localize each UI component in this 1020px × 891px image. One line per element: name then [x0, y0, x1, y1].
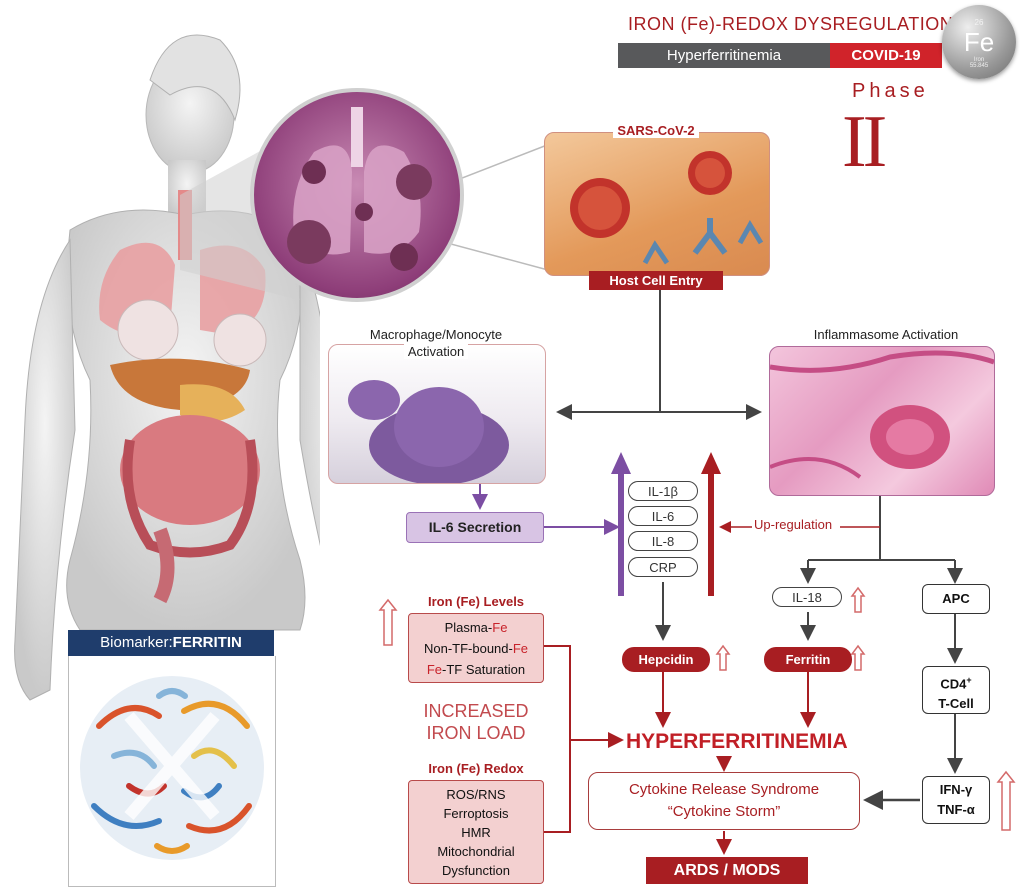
cytokine-il6: IL-6: [628, 506, 698, 526]
biomarker-ferritin-header: Biomarker:FERRITIN: [68, 630, 274, 656]
macrophage-illustration: [329, 345, 545, 483]
redox-item: Ferroptosis: [409, 804, 543, 823]
cytokine-storm-box: Cytokine Release Syndrome“Cytokine Storm…: [588, 772, 860, 830]
hyperferritinemia-band: Hyperferritinemia: [618, 43, 830, 68]
il18-pill: IL-18: [772, 587, 842, 607]
lung-virus-illustration: [254, 92, 460, 298]
cd4-tcell-box: CD4+T-Cell: [922, 666, 990, 714]
iron-levels-up-arrow: [380, 600, 396, 645]
plasma-fe: Plasma-Fe: [409, 617, 543, 638]
ards-mods-box: ARDS / MODS: [646, 857, 808, 884]
phase-number: II: [842, 100, 883, 185]
apc-box: APC: [922, 584, 990, 614]
redox-item: ROS/RNS: [409, 785, 543, 804]
upregulation-label: Up-regulation: [752, 517, 834, 532]
macrophage-image: [328, 344, 546, 484]
ferritin-protein-illustration: [69, 656, 275, 886]
redox-item: HMR: [409, 823, 543, 842]
tissue-histology-illustration: [770, 347, 994, 495]
non-tf-bound-fe: Non-TF-bound-Fe: [409, 638, 543, 659]
inflammasome-label: Inflammasome Activation: [778, 327, 994, 342]
ferritin-pill: Ferritin: [764, 647, 852, 672]
il6-secretion-box: IL-6 Secretion: [406, 512, 544, 543]
atomic-number: 26: [942, 18, 1016, 27]
cytokine-il1b: IL-1β: [628, 481, 698, 501]
iron-redox-title: Iron (Fe) Redox: [408, 761, 544, 776]
cytokine-il8: IL-8: [628, 531, 698, 551]
element-name-mass: Iron 55.845: [942, 57, 1016, 69]
fe-tf-saturation: Fe-TF Saturation: [409, 659, 543, 680]
host-cell-image: [544, 132, 770, 276]
ferritin-structure-panel: [68, 656, 276, 887]
iron-levels-title: Iron (Fe) Levels: [408, 594, 544, 609]
redox-item: Mitochondrial: [409, 842, 543, 861]
host-cell-entry-label: Host Cell Entry: [589, 271, 723, 290]
cytokine-crp: CRP: [628, 557, 698, 577]
element-symbol: Fe: [942, 27, 1016, 58]
iron-element-badge: 26 Fe Iron 55.845: [942, 5, 1016, 79]
iron-redox-box: ROS/RNS Ferroptosis HMR Mitochondrial Dy…: [408, 780, 544, 884]
redox-item: Dysfunction: [409, 861, 543, 880]
sars-cov-2-label: SARS-CoV-2: [548, 123, 764, 138]
diagram-title: IRON (Fe)-REDOX DYSREGULATION: [628, 14, 953, 35]
lung-zoom-image: [250, 88, 464, 302]
hyperferritinemia-label: HYPERFERRITINEMIA: [626, 730, 844, 754]
virus-illustration: [545, 133, 769, 275]
element-mass: 55.845: [970, 63, 988, 69]
hepcidin-pill: Hepcidin: [622, 647, 710, 672]
covid19-band: COVID-19: [830, 43, 942, 68]
inflammasome-tissue-image: [769, 346, 995, 496]
iron-levels-box: Plasma-Fe Non-TF-bound-Fe Fe-TF Saturati…: [408, 613, 544, 683]
